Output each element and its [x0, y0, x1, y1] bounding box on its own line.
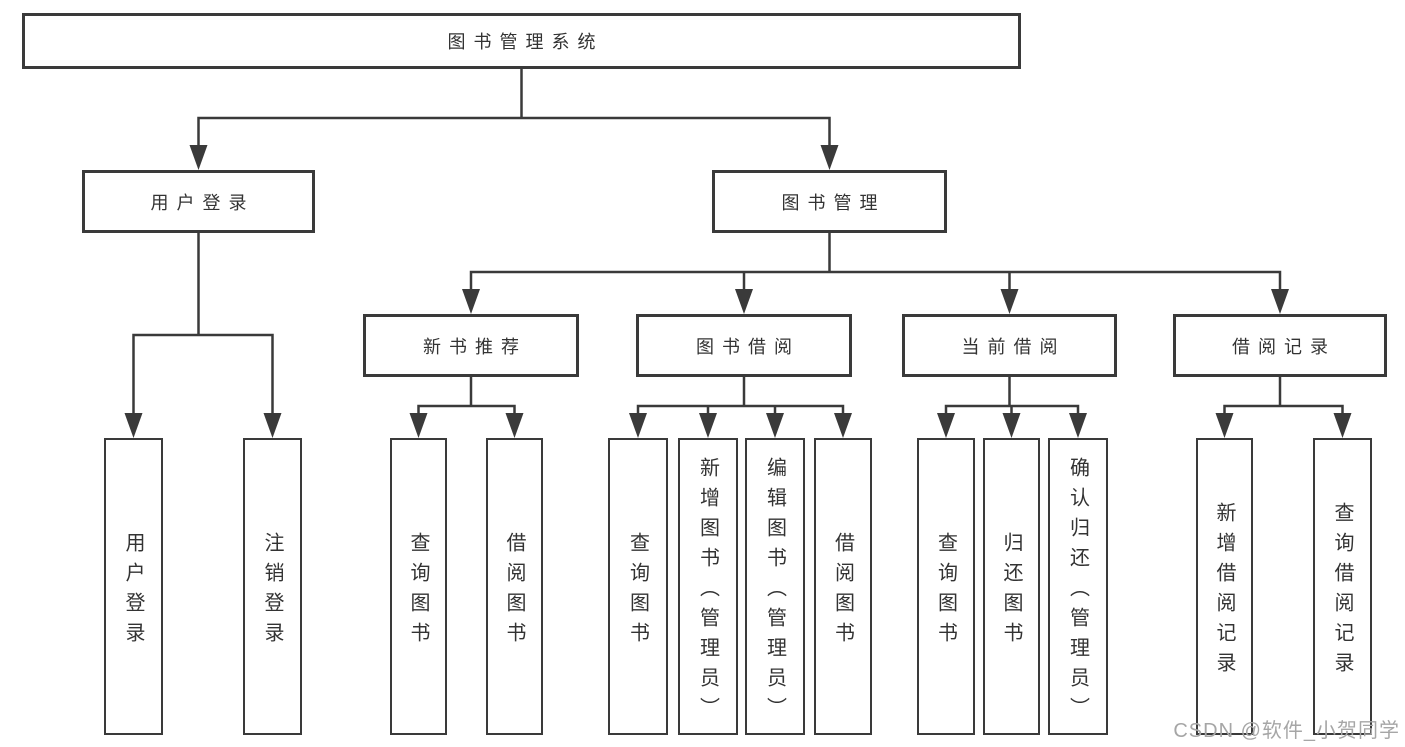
node-label: 查询图书: [626, 531, 649, 652]
node-leaf-return-book: 归还图书: [983, 438, 1040, 735]
node-label: 图书管理: [781, 192, 886, 213]
arrowhead-icon: [735, 289, 753, 314]
node-label: 借阅图书: [831, 531, 854, 652]
edge-book-borrow: [636, 374, 845, 421]
node-label: 注销登录: [261, 531, 283, 652]
node-current-borrow: 当前借阅: [902, 314, 1117, 377]
node-label: 图书管理系统: [447, 32, 604, 52]
arrowhead-icon: [263, 413, 282, 438]
arrowhead-icon: [629, 413, 647, 438]
node-new-book-rec: 新书推荐: [363, 314, 579, 377]
edge-user-login: [132, 230, 274, 421]
arrowhead-icon: [124, 413, 143, 438]
node-label: 图书借阅: [696, 336, 800, 357]
node-leaf-user-login: 用户登录: [104, 438, 163, 735]
arrowhead-icon: [820, 145, 839, 170]
node-label: 借阅记录: [1232, 336, 1336, 357]
node-leaf-borrow-book-2: 借阅图书: [814, 438, 872, 735]
arrowhead-icon: [834, 413, 852, 438]
node-label: 用户登录: [122, 531, 144, 652]
watermark: CSDN @软件_小贺同学: [1173, 720, 1400, 742]
node-leaf-logout: 注销登录: [243, 438, 302, 735]
node-borrow-records: 借阅记录: [1173, 314, 1387, 377]
edge-book-mgmt: [469, 230, 1282, 297]
edge-new-book-rec: [417, 374, 516, 421]
node-leaf-borrow-book-1: 借阅图书: [486, 438, 543, 735]
node-leaf-edit-book: 编辑图书（管理员）: [745, 438, 805, 735]
node-leaf-add-book: 新增图书（管理员）: [678, 438, 738, 735]
arrowhead-icon: [699, 413, 717, 438]
node-label: 新书推荐: [423, 336, 527, 357]
node-label: 新增借阅记录: [1213, 501, 1235, 682]
node-user-login: 用户登录: [82, 170, 315, 233]
node-leaf-confirm-return: 确认归还（管理员）: [1048, 438, 1108, 735]
node-leaf-query-record: 查询借阅记录: [1313, 438, 1372, 735]
arrowhead-icon: [1271, 289, 1289, 314]
arrowhead-icon: [1069, 413, 1087, 438]
node-leaf-query-book-1: 查询图书: [390, 438, 447, 735]
node-root: 图书管理系统: [22, 13, 1021, 69]
arrowhead-icon: [1002, 413, 1021, 438]
arrowhead-icon: [937, 413, 955, 438]
node-label: 借阅图书: [503, 531, 525, 652]
edge-borrow-records: [1223, 374, 1344, 421]
arrowhead-icon: [1215, 413, 1234, 438]
node-label: 新增图书（管理员）: [696, 456, 719, 727]
node-book-borrow: 图书借阅: [636, 314, 852, 377]
edge-current-borrow: [944, 374, 1080, 421]
node-book-mgmt: 图书管理: [712, 170, 947, 233]
node-label: 用户登录: [150, 192, 255, 213]
node-label: 当前借阅: [961, 336, 1066, 357]
arrowhead-icon: [1333, 413, 1352, 438]
node-label: 归还图书: [1000, 531, 1022, 652]
node-leaf-query-book-3: 查询图书: [917, 438, 975, 735]
node-label: 编辑图书（管理员）: [763, 456, 786, 727]
node-label: 查询图书: [934, 531, 957, 652]
arrowhead-icon: [505, 413, 524, 438]
arrowhead-icon: [189, 145, 208, 170]
node-label: 查询图书: [407, 531, 429, 652]
arrowhead-icon: [409, 413, 428, 438]
edge-root: [197, 66, 831, 153]
arrowhead-icon: [1000, 289, 1019, 314]
arrowhead-icon: [462, 289, 480, 314]
arrowhead-icon: [766, 413, 784, 438]
node-leaf-add-record: 新增借阅记录: [1196, 438, 1253, 735]
node-label: 确认归还（管理员）: [1066, 456, 1089, 727]
node-label: 查询借阅记录: [1331, 501, 1353, 682]
node-leaf-query-book-2: 查询图书: [608, 438, 668, 735]
